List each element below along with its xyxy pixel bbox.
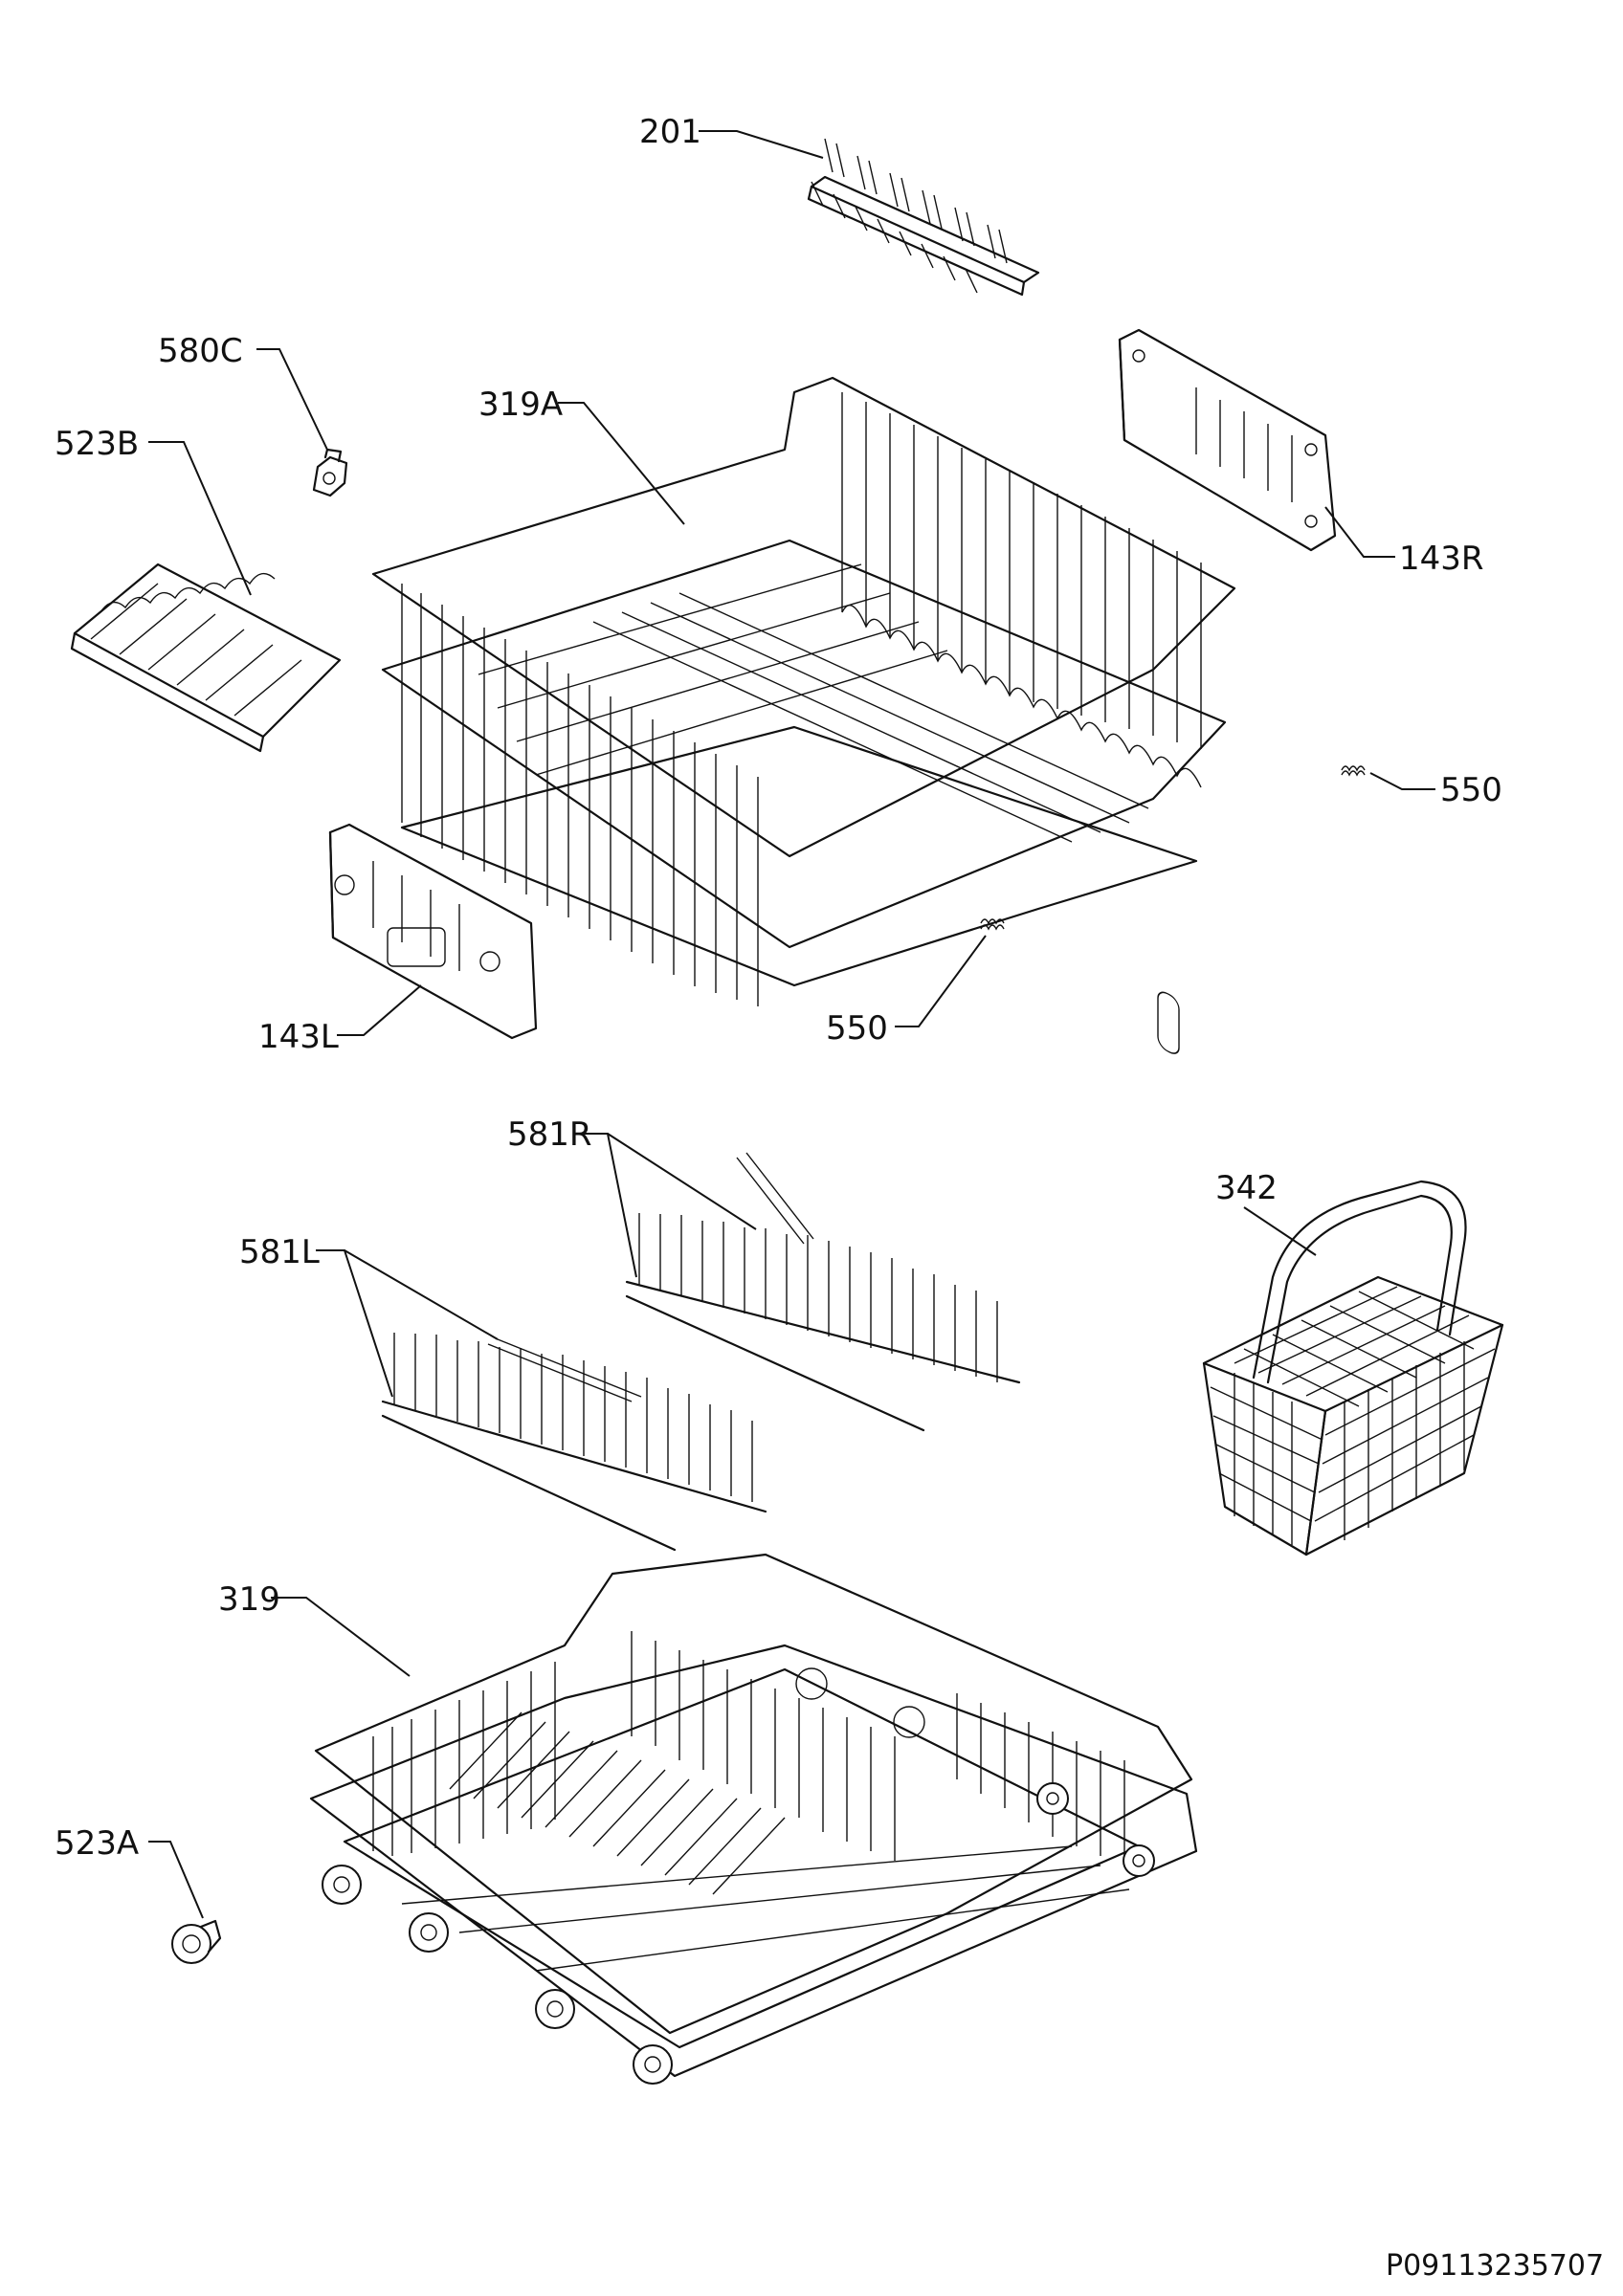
svg-text:319: 319: [218, 1580, 280, 1619]
svg-text:581R: 581R: [507, 1115, 592, 1154]
svg-text:550: 550: [826, 1009, 888, 1048]
svg-text:523A: 523A: [55, 1824, 139, 1863]
part-550-spring-icon[interactable]: [980, 918, 1005, 931]
callout-342: 342: [1215, 1169, 1317, 1256]
svg-text:143L: 143L: [258, 1018, 339, 1056]
callout-523a: 523A: [55, 1824, 204, 1919]
callout-201: 201: [639, 113, 824, 159]
callout-143l: 143L: [258, 984, 422, 1056]
part-201-tine-strip-icon[interactable]: [807, 138, 1040, 297]
svg-text:581L: 581L: [239, 1233, 320, 1271]
part-550-spring-icon[interactable]: [1341, 765, 1366, 777]
callout-523b: 523B: [55, 425, 252, 596]
svg-text:319A: 319A: [478, 386, 563, 424]
callout-580c: 580C: [158, 332, 328, 451]
svg-text:201: 201: [639, 113, 701, 151]
part-523b-folding-support-icon[interactable]: [70, 563, 342, 753]
svg-text:523B: 523B: [55, 425, 139, 463]
svg-text:580C: 580C: [158, 332, 243, 370]
part-523a-wheel-icon[interactable]: [171, 1919, 222, 1964]
part-581l-tine-rack-icon[interactable]: [381, 1333, 767, 1552]
callout-550-center: 550: [826, 935, 987, 1048]
callout-550-right: 550: [1369, 771, 1502, 809]
svg-text:143R: 143R: [1399, 540, 1484, 578]
document-number: P09113235707: [1386, 2249, 1604, 2283]
callout-319a: 319A: [478, 386, 685, 525]
callout-319: 319: [218, 1580, 411, 1677]
part-581r-tine-rack-icon[interactable]: [625, 1152, 1021, 1432]
callout-581r: 581R: [507, 1115, 757, 1278]
part-580c-clip-icon[interactable]: [312, 448, 348, 497]
part-342-cutlery-basket-icon[interactable]: [1202, 1180, 1504, 1556]
part-319-wire-basket-icon[interactable]: [309, 1553, 1198, 2085]
part-319a-wire-basket-icon[interactable]: [371, 376, 1236, 1006]
part-143r-adjuster-panel-icon[interactable]: [1118, 328, 1337, 1057]
callout-143r: 143R: [1324, 506, 1484, 578]
part-143l-adjuster-panel-icon[interactable]: [328, 823, 538, 1040]
svg-text:342: 342: [1215, 1169, 1278, 1207]
callout-581l: 581L: [239, 1233, 499, 1398]
svg-text:550: 550: [1440, 771, 1502, 809]
